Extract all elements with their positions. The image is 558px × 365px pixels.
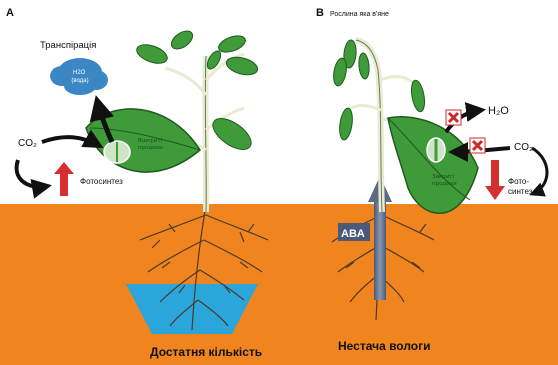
- photosynthesis-label-a: Фотосинтез: [80, 177, 123, 186]
- transpiration-label: Транспірація: [40, 40, 96, 51]
- aba-label: ABA: [341, 228, 365, 240]
- panel-b-letter: B: [316, 7, 324, 19]
- curved-arrow-b: [532, 148, 547, 194]
- caption-b: Нестача вологи: [338, 339, 431, 353]
- block-x-icon-h2o: [446, 110, 461, 125]
- big-leaf-b: [388, 117, 478, 214]
- soil: [0, 204, 558, 365]
- photosynthesis-down-arrow: [485, 160, 505, 200]
- photosynthesis-label-b: Фото- синтез: [508, 177, 533, 196]
- stomata-label-b: Закриті продихи: [432, 174, 457, 187]
- photosynthesis-up-arrow: [54, 162, 74, 196]
- co2-label-a: CO₂: [18, 138, 37, 149]
- h2o-label-b: H₂O: [488, 105, 509, 117]
- caption-a: Достатня кількість: [150, 345, 262, 359]
- co2-label-b: CO₂: [514, 142, 533, 153]
- closed-stomata-icon: [427, 138, 445, 162]
- panel-b-title: Рослина яка в'яне: [330, 11, 389, 18]
- open-stomata-icon: [104, 141, 130, 163]
- panel-a-letter: A: [6, 7, 14, 19]
- water-vapor-cloud: [50, 58, 108, 95]
- curved-arrow-a: [17, 160, 48, 187]
- stomata-label-a: Відкриті продихи: [138, 138, 164, 151]
- aba-arrow-shaft: [374, 200, 386, 300]
- block-x-icon-co2: [470, 138, 485, 153]
